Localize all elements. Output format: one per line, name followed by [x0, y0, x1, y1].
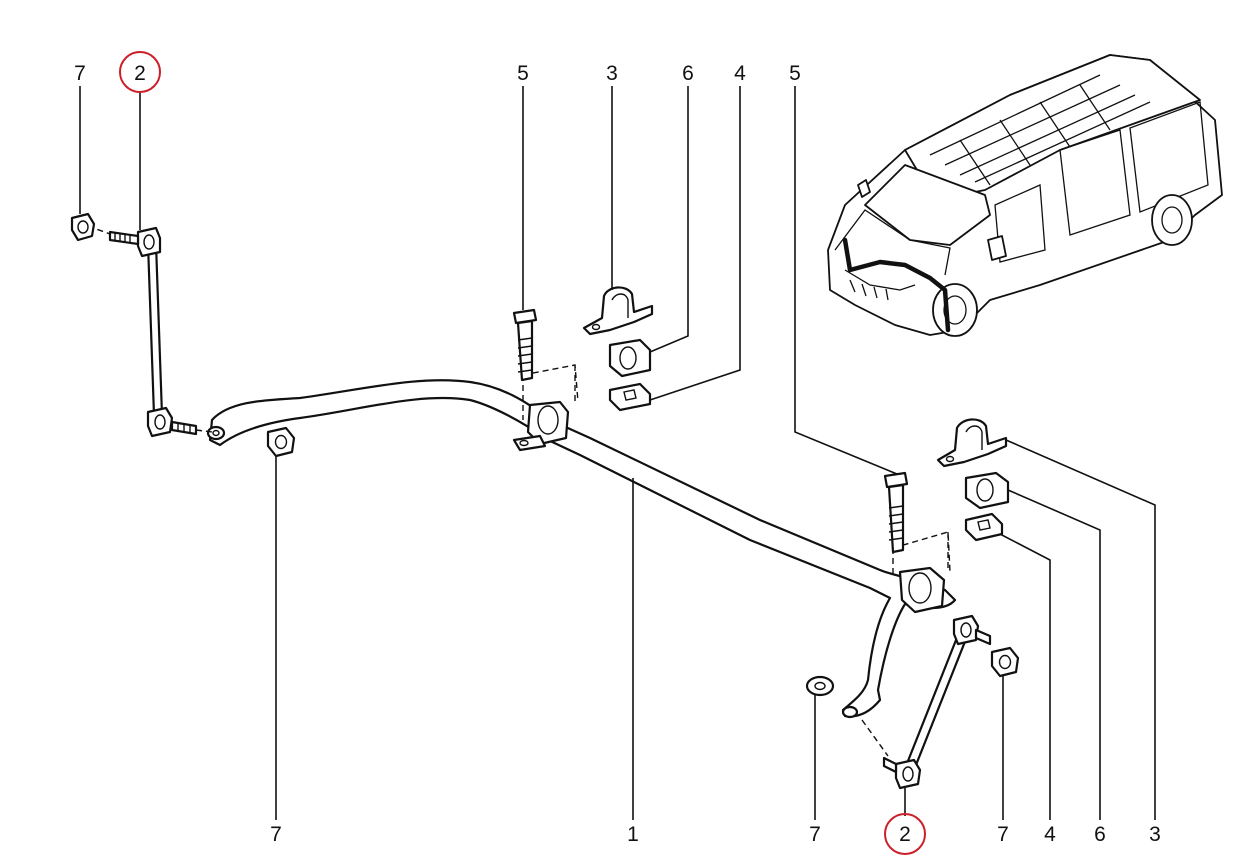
stabilizer-bar [206, 379, 957, 719]
van-with-stabilizer-highlight-icon [827, 54, 1223, 337]
callout-6-top: 6 [682, 62, 694, 85]
callout-3-bottom: 3 [1149, 823, 1161, 846]
callout-7-bottom-left: 7 [270, 823, 282, 846]
bushing-top [608, 338, 652, 378]
spacer-right [964, 512, 1004, 542]
highlight-circle-top-left [119, 51, 161, 93]
bushing-right [964, 471, 1010, 510]
callout-4-bottom: 4 [1044, 823, 1056, 846]
nut-top-left [70, 212, 96, 242]
callout-4-top: 4 [734, 62, 746, 85]
clamp-top [582, 286, 654, 336]
alignment-guide-left [522, 364, 579, 420]
spacer-top [608, 382, 652, 412]
stabilizer-link-left [108, 226, 198, 438]
callout-5-top-right: 5 [789, 62, 801, 85]
assembly-line-left-bottom [195, 429, 213, 433]
callout-7-bottom-mid: 7 [809, 823, 821, 846]
bolt-right [883, 471, 909, 554]
washer-bottom-mid [805, 675, 835, 697]
callout-2-top-left: 2 [134, 62, 146, 85]
bar-bushing-left-mounted [512, 400, 570, 452]
nut-left-bar [266, 426, 296, 458]
assembly-line-right-bottom [861, 719, 889, 757]
callout-labels: 7 2 5 3 6 4 5 7 1 7 2 7 4 6 3 [74, 51, 1161, 855]
leader-lines [79, 86, 1156, 820]
nut-bottom-right [990, 646, 1020, 678]
stabilizer-link-right [882, 614, 992, 790]
callout-5-top-left: 5 [517, 62, 529, 85]
callout-7-bottom-right: 7 [997, 823, 1009, 846]
callout-3-top: 3 [606, 62, 618, 85]
clamp-right [936, 418, 1008, 468]
callout-1-bottom: 1 [627, 823, 639, 846]
bar-bushing-right-mounted [898, 566, 946, 614]
callout-2-bottom: 2 [899, 823, 911, 846]
callout-7-top-left: 7 [74, 62, 86, 85]
bolt-left [512, 308, 538, 382]
callout-6-bottom: 6 [1094, 823, 1106, 846]
highlight-circle-bottom [884, 813, 926, 855]
